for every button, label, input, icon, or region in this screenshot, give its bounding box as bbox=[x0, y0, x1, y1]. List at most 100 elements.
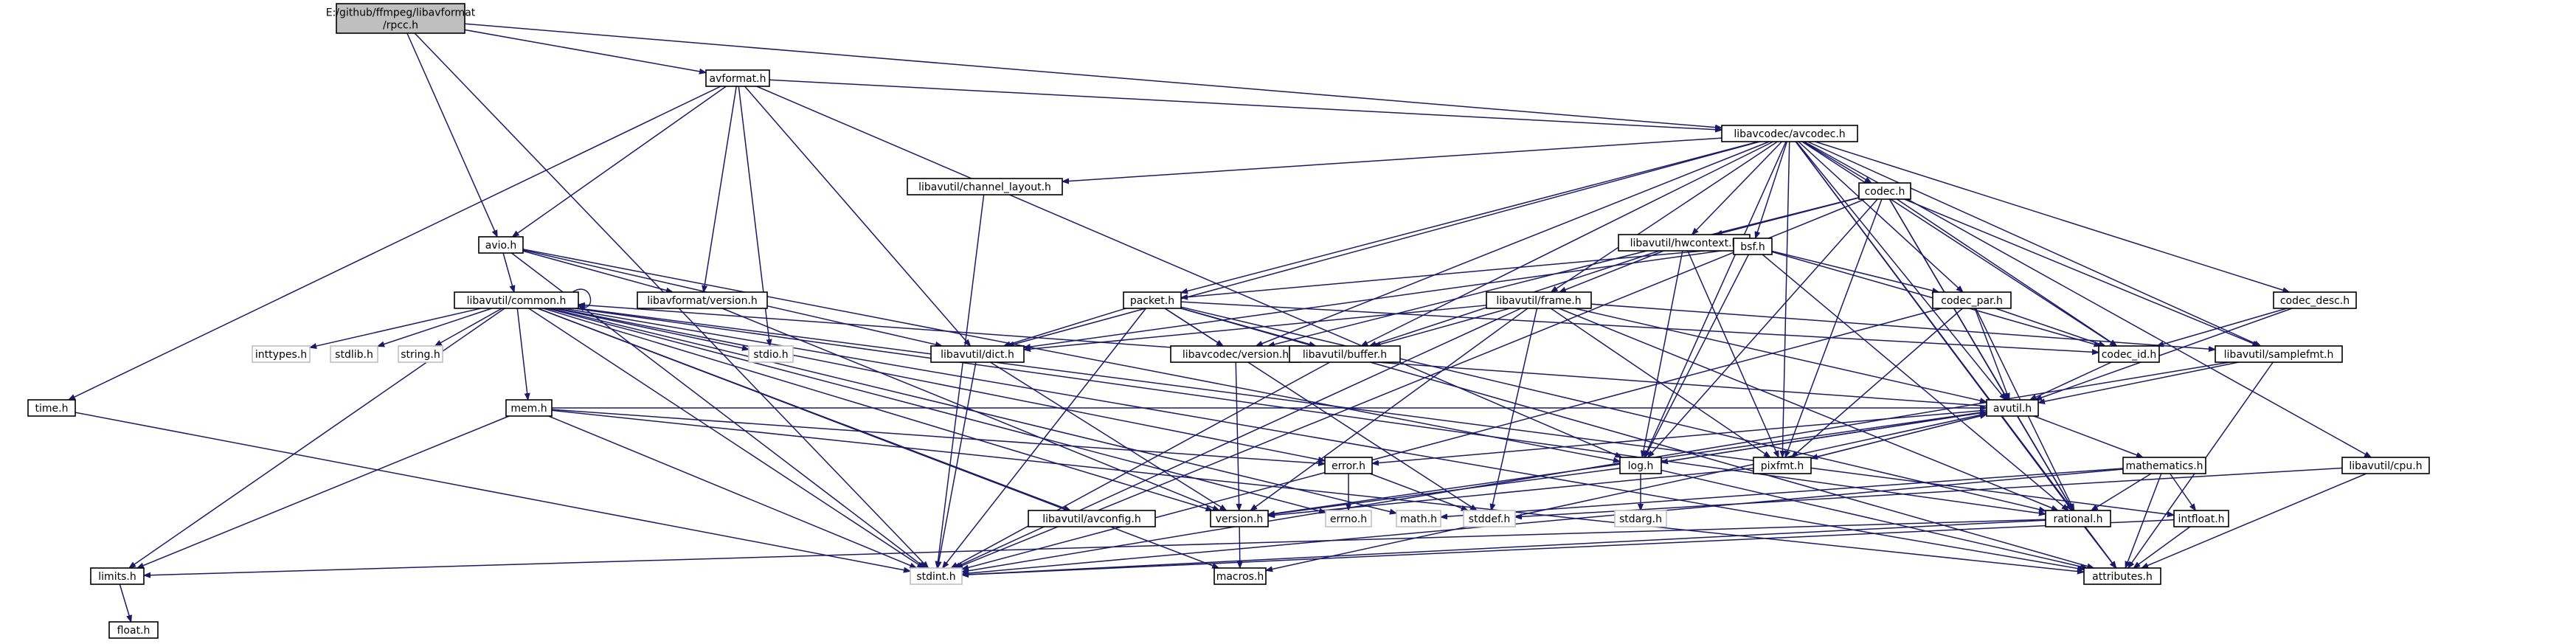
node-stdint[interactable]: stdint.h bbox=[910, 567, 963, 585]
node-avconfig[interactable]: libavutil/avconfig.h bbox=[1028, 510, 1156, 527]
node-label: libavutil/channel_layout.h bbox=[918, 181, 1051, 193]
node-box bbox=[1028, 510, 1156, 527]
edge-common-to-intfloat bbox=[578, 308, 2174, 515]
node-version[interactable]: version.h bbox=[1210, 510, 1269, 527]
node-buffer[interactable]: libavutil/buffer.h bbox=[1289, 345, 1401, 363]
edge-intfloat-to-attributes bbox=[2133, 526, 2191, 568]
node-label: pixfmt.h bbox=[1761, 460, 1804, 472]
edge-avformat-to-log bbox=[756, 86, 1622, 458]
edge-log-to-attributes bbox=[1661, 469, 2087, 568]
node-pixfmt[interactable]: pixfmt.h bbox=[1753, 457, 1812, 474]
edge-avcodec-to-lavc_version bbox=[1256, 141, 1770, 347]
node-macros[interactable]: macros.h bbox=[1213, 567, 1267, 585]
node-root[interactable]: E:/github/ffmpeg/libavformat/rpcc.h bbox=[326, 3, 476, 34]
node-codec[interactable]: codec.h bbox=[1858, 182, 1911, 200]
node-label: float.h bbox=[117, 625, 150, 637]
node-lavc_version[interactable]: libavcodec/version.h bbox=[1170, 345, 1301, 363]
node-box bbox=[2341, 457, 2430, 474]
node-bsf[interactable]: bsf.h bbox=[1733, 238, 1773, 255]
node-box bbox=[2122, 457, 2206, 474]
node-label: libavutil/dict.h bbox=[941, 349, 1014, 361]
edge-mem-to-attributes bbox=[551, 409, 2084, 572]
edge-lavc_version-to-version bbox=[1235, 361, 1239, 510]
node-codec_id[interactable]: codec_id.h bbox=[2098, 345, 2160, 363]
node-label: codec_desc.h bbox=[2280, 295, 2350, 307]
node-math[interactable]: math.h bbox=[1396, 510, 1441, 527]
node-box bbox=[1721, 125, 1858, 142]
edge-log-to-avutil bbox=[1661, 412, 1987, 463]
node-common[interactable]: libavutil/common.h bbox=[454, 291, 579, 309]
node-box bbox=[398, 345, 443, 363]
node-inttypes[interactable]: inttypes.h bbox=[252, 345, 311, 363]
node-dict[interactable]: libavutil/dict.h bbox=[930, 345, 1025, 363]
node-box bbox=[1986, 399, 2039, 417]
edge-avcodec-to-buffer bbox=[1361, 141, 1774, 347]
node-stddef[interactable]: stddef.h bbox=[1463, 510, 1516, 527]
edge-avcodec-to-samplefmt bbox=[1807, 141, 2260, 347]
node-errno[interactable]: errno.h bbox=[1325, 510, 1372, 527]
node-stdio[interactable]: stdio.h bbox=[748, 345, 794, 363]
node-box bbox=[1210, 510, 1269, 527]
edge-mathematics-to-rational bbox=[2091, 473, 2152, 510]
edge-codec_par-to-codec_id bbox=[1995, 308, 2105, 346]
node-box bbox=[910, 567, 963, 585]
node-hwcontext[interactable]: libavutil/hwcontext.h bbox=[1618, 234, 1751, 252]
edge-packet-to-dict bbox=[1004, 308, 1126, 346]
node-label: log.h bbox=[1628, 460, 1654, 472]
node-avformat[interactable]: avformat.h bbox=[705, 69, 770, 87]
node-cpu[interactable]: libavutil/cpu.h bbox=[2341, 457, 2430, 474]
node-label: libavutil/cpu.h bbox=[2349, 460, 2422, 472]
node-box bbox=[1858, 182, 1911, 200]
node-box bbox=[748, 345, 794, 363]
node-codec_desc[interactable]: codec_desc.h bbox=[2273, 291, 2357, 309]
node-rational[interactable]: rational.h bbox=[2045, 510, 2111, 527]
edge-frame-to-version bbox=[1250, 308, 1528, 510]
node-float[interactable]: float.h bbox=[108, 621, 159, 639]
node-error[interactable]: error.h bbox=[1324, 457, 1373, 474]
edge-avutil-to-macros bbox=[1266, 412, 1987, 571]
node-box bbox=[637, 291, 768, 309]
node-intfloat[interactable]: intfloat.h bbox=[2173, 510, 2229, 527]
edge-buffer-to-stdint bbox=[951, 361, 1331, 569]
node-box bbox=[1486, 291, 1592, 309]
node-time[interactable]: time.h bbox=[27, 399, 76, 417]
edge-log-to-version bbox=[1268, 467, 1621, 515]
edge-time-to-stdint bbox=[75, 412, 910, 571]
node-label: string.h bbox=[401, 349, 440, 361]
edge-bsf-to-log bbox=[1644, 254, 1750, 457]
node-box bbox=[2083, 567, 2161, 585]
edge-frame-to-samplefmt bbox=[1590, 303, 2215, 350]
node-limits[interactable]: limits.h bbox=[90, 567, 145, 585]
node-avcodec[interactable]: libavcodec/avcodec.h bbox=[1721, 125, 1858, 142]
node-attributes[interactable]: attributes.h bbox=[2083, 567, 2161, 585]
node-avio[interactable]: avio.h bbox=[478, 236, 524, 254]
node-frame[interactable]: libavutil/frame.h bbox=[1486, 291, 1592, 309]
node-avutil[interactable]: avutil.h bbox=[1986, 399, 2039, 417]
node-label: codec_par.h bbox=[1941, 295, 2003, 307]
node-stdarg[interactable]: stdarg.h bbox=[1614, 510, 1667, 527]
edge-pixfmt-to-version bbox=[1268, 468, 1754, 516]
node-stdlib[interactable]: stdlib.h bbox=[330, 345, 378, 363]
node-mem[interactable]: mem.h bbox=[505, 399, 553, 417]
edge-avformat-to-lavf_version bbox=[704, 86, 737, 292]
node-codec_par[interactable]: codec_par.h bbox=[1932, 291, 2012, 309]
node-label: codec.h bbox=[1865, 186, 1905, 198]
node-packet[interactable]: packet.h bbox=[1123, 291, 1182, 309]
node-box bbox=[1324, 457, 1373, 474]
node-box bbox=[1123, 291, 1182, 309]
node-box bbox=[1619, 457, 1662, 474]
edge-avutil-to-error bbox=[1372, 409, 1987, 463]
node-string[interactable]: string.h bbox=[398, 345, 443, 363]
node-label: libavutil/buffer.h bbox=[1303, 349, 1387, 361]
edge-frame-to-avutil bbox=[1574, 308, 1987, 402]
node-box bbox=[478, 236, 524, 254]
node-mathematics[interactable]: mathematics.h bbox=[2122, 457, 2206, 474]
edge-frame-to-stddef bbox=[1491, 308, 1538, 510]
edge-dict-to-stdint bbox=[938, 361, 977, 568]
node-samplefmt[interactable]: libavutil/samplefmt.h bbox=[2215, 345, 2343, 363]
edge-common-to-version bbox=[543, 308, 1212, 510]
edge-avcodec-to-frame bbox=[1551, 141, 1778, 292]
node-log[interactable]: log.h bbox=[1619, 457, 1662, 474]
node-lavf_version[interactable]: libavformat/version.h bbox=[637, 291, 768, 309]
node-channel_layout[interactable]: libavutil/channel_layout.h bbox=[907, 178, 1063, 195]
